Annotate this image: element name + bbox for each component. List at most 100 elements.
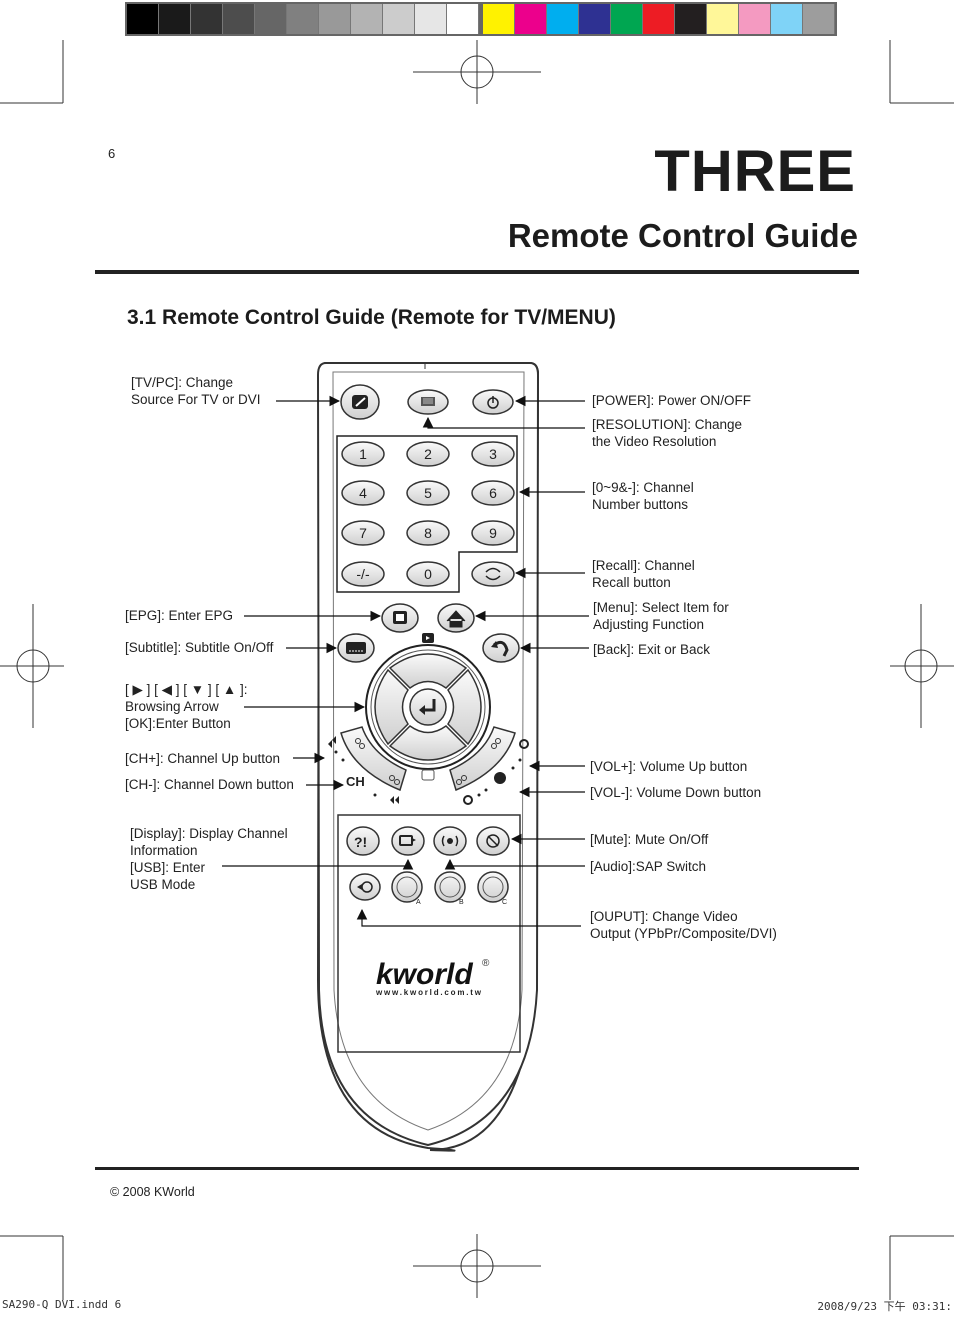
svg-text:1: 1 — [359, 446, 367, 462]
copyright: © 2008 KWorld — [110, 1185, 195, 1199]
number-key-6: 6 — [471, 480, 515, 506]
label-subtitle: [Subtitle]: Subtitle On/Off — [125, 640, 274, 655]
color-swatch — [319, 4, 351, 34]
svg-text:C: C — [502, 899, 507, 906]
label-back: [Back]: Exit or Back — [593, 642, 711, 657]
color-swatch — [483, 4, 515, 34]
svg-text:A: A — [416, 899, 421, 906]
color-swatch — [547, 4, 579, 34]
svg-text:7: 7 — [359, 525, 367, 541]
registration-mark-right — [890, 604, 954, 728]
resolution-button — [407, 389, 449, 415]
svg-text:2: 2 — [424, 446, 432, 462]
chapter-title: THREE — [654, 139, 856, 204]
color-swatch — [383, 4, 415, 34]
color-swatch — [447, 4, 479, 34]
label-mute: [Mute]: Mute On/Off — [590, 832, 709, 847]
number-key-1: 1 — [341, 441, 385, 467]
registration-mark-bottom — [413, 1234, 541, 1298]
power-button — [472, 389, 514, 415]
svg-text:5: 5 — [424, 485, 432, 501]
label-vol-down: [VOL-]: Volume Down button — [590, 785, 762, 800]
display-button: ?! — [346, 826, 380, 856]
svg-text:-/-: -/- — [356, 566, 370, 582]
output-button — [349, 873, 381, 901]
color-swatch — [675, 4, 707, 34]
footer-rule — [95, 1167, 859, 1170]
volume-rocker — [449, 726, 529, 805]
color-swatch — [191, 4, 223, 34]
menu-button — [437, 603, 475, 633]
callout-lines — [222, 395, 589, 927]
color-swatch — [415, 4, 447, 34]
mute-button — [476, 826, 510, 856]
label-arrows: [ ▶ ] [ ◀ ] [ ▼ ] [ ▲ ]:Browsing Arrow[O… — [125, 682, 248, 731]
color-swatch — [771, 4, 803, 34]
b-button — [434, 871, 466, 903]
label-ch-down: [CH-]: Channel Down button — [125, 777, 294, 792]
section-title: 3.1 Remote Control Guide (Remote for TV/… — [127, 306, 616, 329]
info-icon-small — [422, 633, 434, 643]
label-power: [POWER]: Power ON/OFF — [592, 393, 752, 408]
navigation-pad — [365, 644, 491, 770]
channel-rocker — [328, 726, 407, 804]
svg-text:0: 0 — [424, 566, 432, 582]
tvpc-button — [340, 384, 380, 420]
recall-key — [471, 561, 515, 587]
gray-swatch-bar — [125, 2, 481, 36]
color-swatch — [515, 4, 547, 34]
brand-logo: kworld — [376, 958, 473, 991]
number-key-0: 0 — [406, 561, 450, 587]
slug-file: SA290-Q DVI.indd 6 — [2, 1298, 122, 1311]
color-swatch-bar — [481, 2, 837, 36]
audio-button — [433, 826, 467, 856]
page-number: 6 — [108, 146, 116, 161]
number-key-7: 7 — [341, 520, 385, 546]
color-swatch — [803, 4, 835, 34]
a-button — [391, 871, 423, 903]
ch-label: CH — [346, 774, 365, 789]
label-audio: [Audio]:SAP Switch — [590, 859, 707, 874]
label-vol-up: [VOL+]: Volume Up button — [590, 759, 748, 774]
label-epg: [EPG]: Enter EPG — [125, 608, 234, 623]
color-swatch — [707, 4, 739, 34]
registration-mark-top — [413, 40, 541, 104]
color-swatch — [643, 4, 675, 34]
color-swatch — [611, 4, 643, 34]
label-ch-up: [CH+]: Channel Up button — [125, 751, 280, 766]
chapter-subtitle: Remote Control Guide — [507, 217, 858, 254]
color-swatch — [739, 4, 771, 34]
svg-text:?!: ?! — [354, 834, 367, 850]
c-button — [477, 871, 509, 903]
color-swatch — [223, 4, 255, 34]
number-key-8: 8 — [406, 520, 450, 546]
registration-mark-left — [0, 604, 64, 728]
svg-text:9: 9 — [489, 525, 497, 541]
slug-date: 2008/9/23 下午 03:31: — [817, 1300, 952, 1313]
number-key--/-: -/- — [341, 561, 385, 587]
number-key-4: 4 — [341, 480, 385, 506]
header-rule — [95, 270, 859, 274]
usb-button — [391, 826, 425, 856]
back-button — [482, 633, 520, 663]
number-key-5: 5 — [406, 480, 450, 506]
svg-text:3: 3 — [489, 446, 497, 462]
color-swatch — [255, 4, 287, 34]
color-swatch — [351, 4, 383, 34]
color-swatch — [127, 4, 159, 34]
number-key-9: 9 — [471, 520, 515, 546]
epg-button — [381, 603, 419, 633]
subtitle-button — [337, 633, 375, 663]
color-swatch — [287, 4, 319, 34]
brand-url: www.kworld.com.tw — [375, 988, 483, 997]
